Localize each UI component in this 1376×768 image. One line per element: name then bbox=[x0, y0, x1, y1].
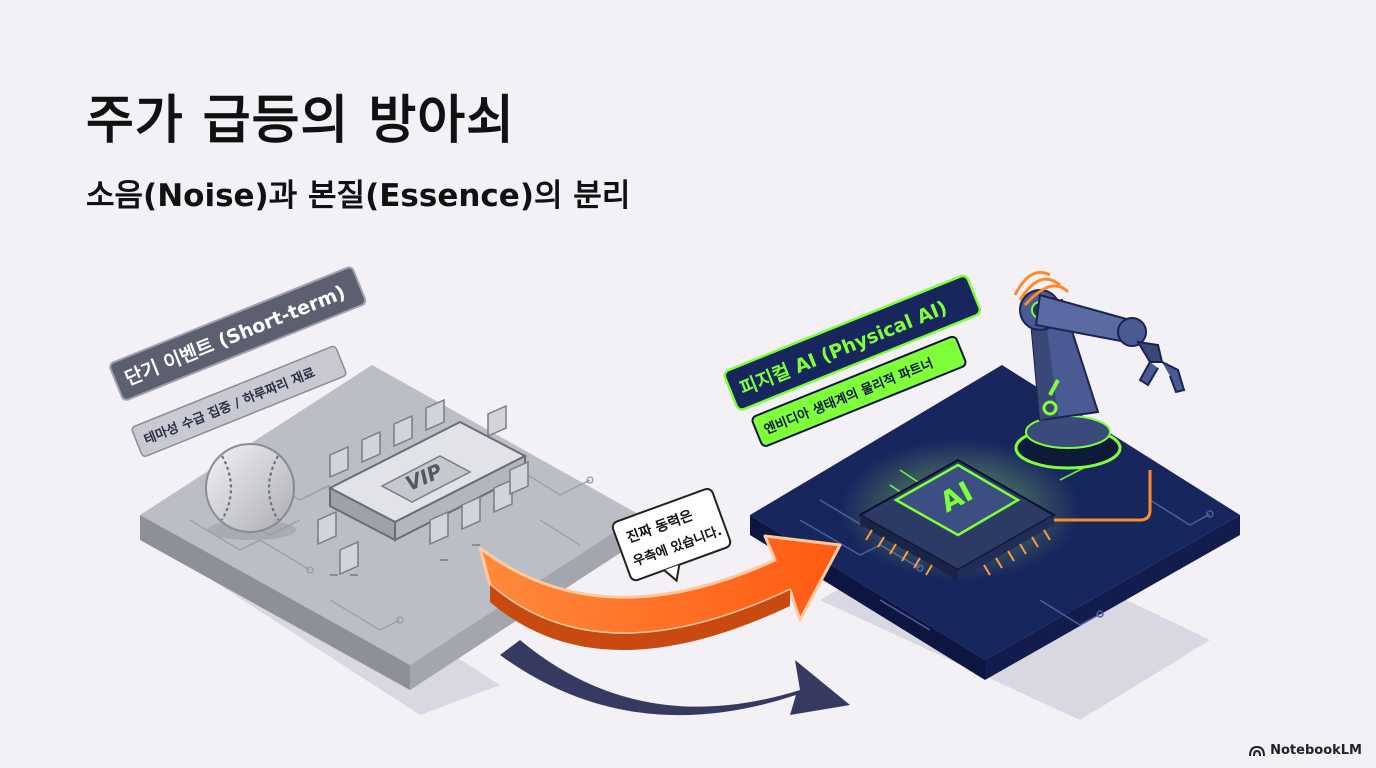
meeting-table: VIP bbox=[327, 420, 528, 542]
slide-title: 주가 급등의 방아쇠 bbox=[86, 91, 515, 151]
speech-bubble: 진짜 동력은 우측에 있습니다. bbox=[611, 488, 732, 583]
robot-arm-icon bbox=[1013, 271, 1186, 470]
shadow-arrow bbox=[500, 640, 850, 716]
ai-chip: AI bbox=[857, 458, 1057, 580]
slide-subtitle: 소음(Noise)과 본질(Essence)의 분리 bbox=[86, 178, 631, 214]
notebooklm-logo-icon bbox=[1249, 745, 1266, 756]
chairs-front bbox=[317, 460, 529, 576]
baseball-icon bbox=[205, 443, 296, 540]
chairs-back bbox=[329, 398, 507, 479]
brand-watermark: NotebookLM bbox=[1249, 743, 1362, 758]
chip-robot-wire bbox=[1054, 470, 1152, 522]
orange-arrow bbox=[478, 534, 842, 651]
brand-text: NotebookLM bbox=[1270, 743, 1362, 758]
